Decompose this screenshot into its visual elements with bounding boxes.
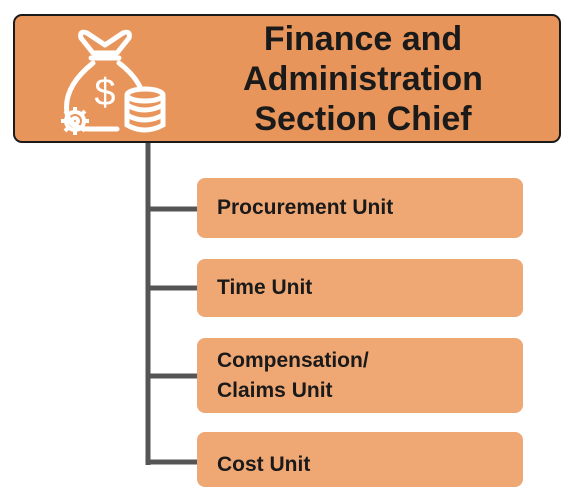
- money-bag-icon: $: [61, 29, 166, 135]
- time-unit-box: Time Unit: [197, 259, 523, 317]
- cost-unit-box: Cost Unit: [197, 432, 523, 487]
- svg-text:$: $: [94, 72, 115, 114]
- unit-label: Time Unit: [217, 276, 313, 299]
- unit-label: Compensation/ Claims Unit: [217, 348, 369, 402]
- section-chief-box: $ Finance and Administration Section Chi…: [13, 14, 561, 143]
- section-chief-title: Finance and Administration Section Chief: [243, 19, 483, 138]
- procurement-unit-box: Procurement Unit: [197, 178, 523, 238]
- unit-label: Cost Unit: [217, 452, 311, 476]
- compensation-claims-unit-box: Compensation/ Claims Unit: [197, 338, 523, 413]
- unit-label: Procurement Unit: [217, 196, 394, 219]
